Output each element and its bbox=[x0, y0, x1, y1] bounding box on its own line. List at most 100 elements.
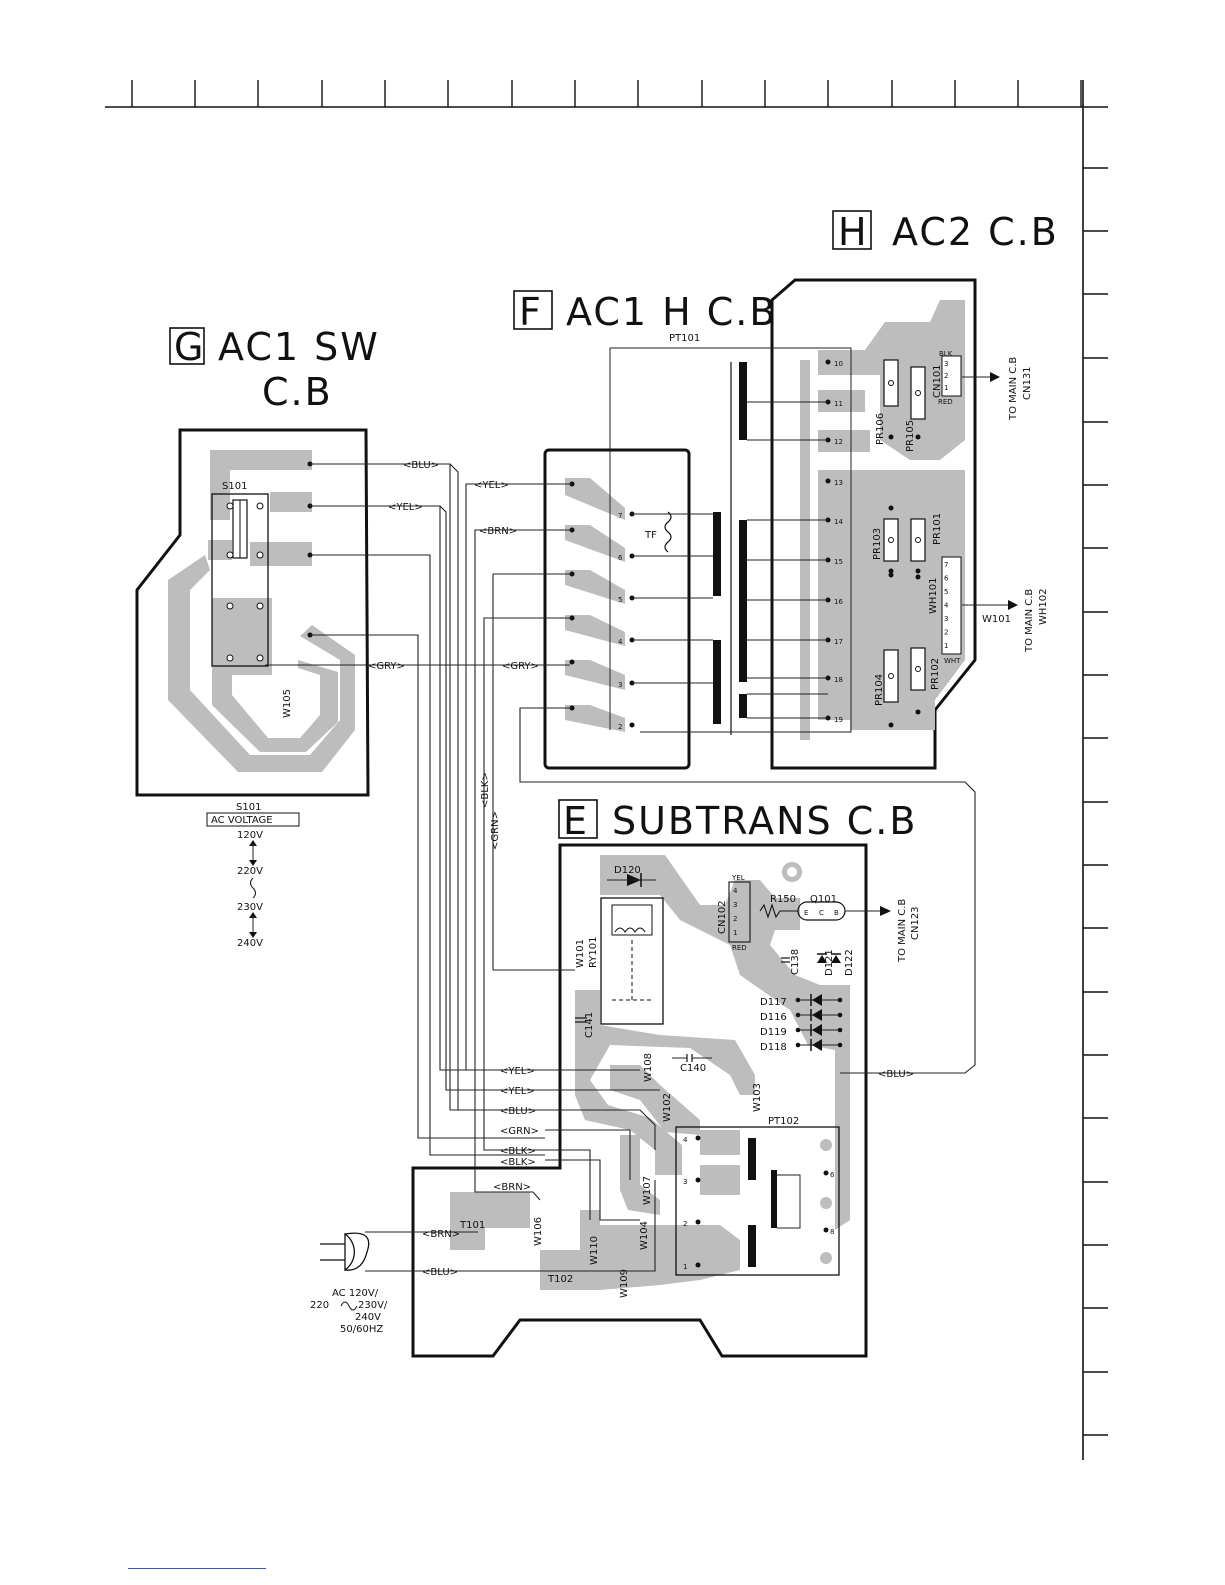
voltage-120: 120V bbox=[237, 830, 263, 841]
label-cn101: CN101 bbox=[932, 364, 943, 398]
h-pin-label: 14 bbox=[834, 518, 843, 526]
wh101-pin-label: 4 bbox=[944, 602, 949, 610]
h-pin-label: 17 bbox=[834, 638, 843, 646]
label-w110: W110 bbox=[589, 1236, 600, 1265]
svg-text:230V/: 230V/ bbox=[358, 1300, 388, 1311]
label-t101: T101 bbox=[459, 1220, 485, 1231]
wh101-pin-label: 3 bbox=[944, 615, 948, 623]
h-via bbox=[915, 574, 921, 580]
tag-grn-vert: <GRN> bbox=[490, 811, 501, 850]
label-wh101: WH101 bbox=[928, 578, 939, 615]
title-h-board: H AC2 C.B bbox=[832, 210, 1059, 254]
g-switch-contact bbox=[226, 551, 234, 559]
svg-text:AC VOLTAGE: AC VOLTAGE bbox=[211, 815, 273, 826]
wh101-pin-label: 5 bbox=[944, 588, 948, 596]
tag-yel-2: <YEL> bbox=[474, 480, 509, 491]
label-c140: C140 bbox=[680, 1063, 706, 1074]
svg-text:220: 220 bbox=[310, 1300, 329, 1311]
h-pin bbox=[825, 359, 831, 365]
svg-text:AC2 C.B: AC2 C.B bbox=[892, 210, 1059, 254]
label-w101-h: W101 bbox=[982, 614, 1011, 625]
svg-text:SUBTRANS C.B: SUBTRANS C.B bbox=[612, 799, 917, 843]
voltage-220: 220V bbox=[237, 866, 263, 877]
h-pin-label: 10 bbox=[834, 360, 843, 368]
cn101-pin-label: 2 bbox=[944, 372, 948, 380]
label-cn102: CN102 bbox=[717, 900, 728, 934]
label-d117: D117 bbox=[760, 997, 787, 1008]
svg-text:H: H bbox=[838, 210, 869, 254]
voltage-240: 240V bbox=[237, 938, 263, 949]
label-pr102: PR102 bbox=[930, 658, 941, 690]
label-s101: S101 bbox=[222, 481, 247, 492]
frame-ruler bbox=[105, 80, 1108, 1460]
h-resistor-pad bbox=[888, 380, 894, 386]
h-via bbox=[915, 568, 921, 574]
h-resistor-pad bbox=[888, 537, 894, 543]
label-w105: W105 bbox=[282, 689, 293, 718]
h-pin bbox=[825, 478, 831, 484]
q101-pin-label: C bbox=[819, 909, 824, 917]
voltage-230: 230V bbox=[237, 902, 263, 913]
g-switch-contact bbox=[256, 502, 264, 510]
wh101-pin-label: 7 bbox=[944, 561, 948, 569]
label-pr106: PR106 bbox=[875, 413, 886, 445]
harness-wires bbox=[265, 463, 976, 1272]
f-wire-pad bbox=[569, 659, 575, 665]
pt102-pin bbox=[823, 1227, 829, 1233]
label-w109: W109 bbox=[619, 1269, 630, 1298]
g-switch-contact bbox=[226, 602, 234, 610]
label-w101-e: W101 bbox=[575, 939, 586, 968]
tag-gry-2: <GRY> bbox=[502, 661, 539, 672]
pt102-pin bbox=[695, 1262, 701, 1268]
title-f-board: F AC1 H C.B bbox=[513, 290, 775, 334]
dest-cn131-line2: CN131 bbox=[1022, 366, 1033, 400]
label-w106: W106 bbox=[533, 1217, 544, 1246]
label-yel-small: YEL bbox=[731, 874, 745, 882]
label-d119: D119 bbox=[760, 1027, 787, 1038]
svg-text:F: F bbox=[519, 290, 543, 334]
pt102-pad bbox=[820, 1139, 832, 1151]
h-resistor-pad bbox=[888, 673, 894, 679]
tag-blu-2: <BLU> bbox=[500, 1106, 536, 1117]
tag-grn-1: <GRN> bbox=[500, 1126, 539, 1137]
dest-wh102-line1: TO MAIN C.B bbox=[1024, 589, 1035, 653]
tag-yel-3: <YEL> bbox=[500, 1066, 535, 1077]
q101-pin-label: B bbox=[834, 909, 839, 917]
h-via bbox=[888, 434, 894, 440]
label-pr105: PR105 bbox=[905, 420, 916, 452]
label-q101: Q101 bbox=[810, 894, 837, 905]
cn102-pin-label: 1 bbox=[733, 929, 737, 937]
tag-blu-3: <BLU> bbox=[422, 1267, 458, 1278]
tag-blk-1: <BLK> bbox=[500, 1146, 536, 1157]
h-pin-label: 18 bbox=[834, 676, 843, 684]
cn101-pin-label: 3 bbox=[944, 360, 948, 368]
label-w104: W104 bbox=[639, 1221, 650, 1250]
diode-symbol bbox=[817, 955, 827, 963]
label-pr101: PR101 bbox=[932, 513, 943, 545]
g-switch-contact bbox=[256, 654, 264, 662]
q101-pin-label: E bbox=[804, 909, 808, 917]
dest-wh102-line2: WH102 bbox=[1038, 589, 1049, 626]
label-pr103: PR103 bbox=[872, 528, 883, 560]
label-t102: T102 bbox=[547, 1274, 573, 1285]
pt102-pin-label: 1 bbox=[683, 1263, 687, 1271]
label-red-small: RED bbox=[732, 944, 747, 952]
wh101-pin-label: 1 bbox=[944, 642, 948, 650]
footer-link-underline[interactable] bbox=[128, 1568, 266, 1569]
svg-text:AC1 SW: AC1 SW bbox=[218, 325, 380, 369]
h-resistor-pad bbox=[915, 537, 921, 543]
g-switch-contact bbox=[256, 602, 264, 610]
label-red: RED bbox=[938, 398, 953, 406]
label-d116: D116 bbox=[760, 1012, 787, 1023]
h-via bbox=[915, 709, 921, 715]
pt102-pin bbox=[695, 1219, 701, 1225]
pt102-pin bbox=[823, 1170, 829, 1176]
cn102-pin-label: 2 bbox=[733, 915, 737, 923]
diode-symbol bbox=[812, 1039, 822, 1051]
tag-blu-4: <BLU> bbox=[878, 1069, 914, 1080]
diode-symbol bbox=[831, 955, 841, 963]
